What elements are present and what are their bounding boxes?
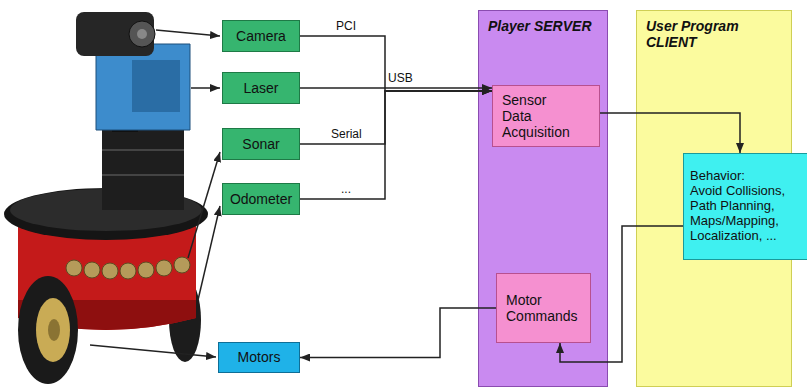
sonar-disc <box>138 262 154 278</box>
sonar-disc <box>174 257 190 273</box>
box-label: Camera <box>236 28 286 44</box>
sonar-disc <box>66 260 82 276</box>
laser-housing <box>96 44 190 130</box>
box-label: Odometer <box>230 191 292 207</box>
part-pointers <box>90 30 220 357</box>
camera-body <box>76 12 154 56</box>
wheel-hub <box>36 298 70 362</box>
bus-label: ... <box>339 182 353 196</box>
connector-arrow <box>300 308 496 358</box>
sensor-box: Laser <box>222 72 300 104</box>
box-label: Laser <box>243 80 278 96</box>
sonar-disc <box>120 263 136 279</box>
box-label: Sonar <box>242 136 279 152</box>
band-title: Player SERVER <box>488 18 592 34</box>
sensor-box: Odometer <box>222 183 300 215</box>
connector-arrow <box>300 36 492 91</box>
sonar-disc <box>102 263 118 279</box>
connector-arrow <box>300 87 492 89</box>
server-band: Player SERVER Sensor Data AcquisitionMoto… <box>478 10 608 387</box>
pointer-line <box>90 345 216 357</box>
band-title: User Program CLIENT <box>646 18 756 50</box>
lens-glass <box>137 29 147 39</box>
box-label: Behavior: <box>690 169 745 184</box>
pointer-line <box>191 87 220 89</box>
laser-scanner <box>102 128 184 210</box>
box-label: Avoid Collisions, Path Planning, Maps/Ma… <box>690 184 802 244</box>
pointer-line <box>156 30 220 36</box>
client-band: User Program CLIENTBehavior:Avoid Collis… <box>636 10 792 387</box>
behavior-box: Behavior:Avoid Collisions, Path Planning… <box>683 153 807 260</box>
laser-window <box>132 60 180 112</box>
sonar-disc <box>156 260 172 276</box>
box-label: Motor Commands <box>506 292 581 324</box>
pointer-line <box>198 206 220 300</box>
left-wheel <box>18 276 78 384</box>
process-box: Motor Commands <box>496 273 591 343</box>
connector-arrow <box>300 91 492 144</box>
connector-arrow <box>300 91 492 199</box>
sensor-box: Sonar <box>222 128 300 160</box>
pointer-line <box>188 152 220 258</box>
camera-lens <box>129 21 155 47</box>
robot-body <box>4 12 208 384</box>
box-label: Motors <box>238 349 281 365</box>
wheel-axle <box>48 319 60 341</box>
process-box: Sensor Data Acquisition <box>492 85 600 147</box>
bus-label: PCI <box>334 19 358 33</box>
scanner-ridge <box>102 174 184 176</box>
bus-label: USB <box>386 71 415 85</box>
bus-label: Serial <box>329 127 364 141</box>
sonar-disc <box>84 262 100 278</box>
sensor-box: Camera <box>222 20 300 52</box>
box-label: Sensor Data Acquisition <box>502 92 574 140</box>
scanner-ridge <box>102 149 184 151</box>
actuator-box: Motors <box>218 342 300 373</box>
